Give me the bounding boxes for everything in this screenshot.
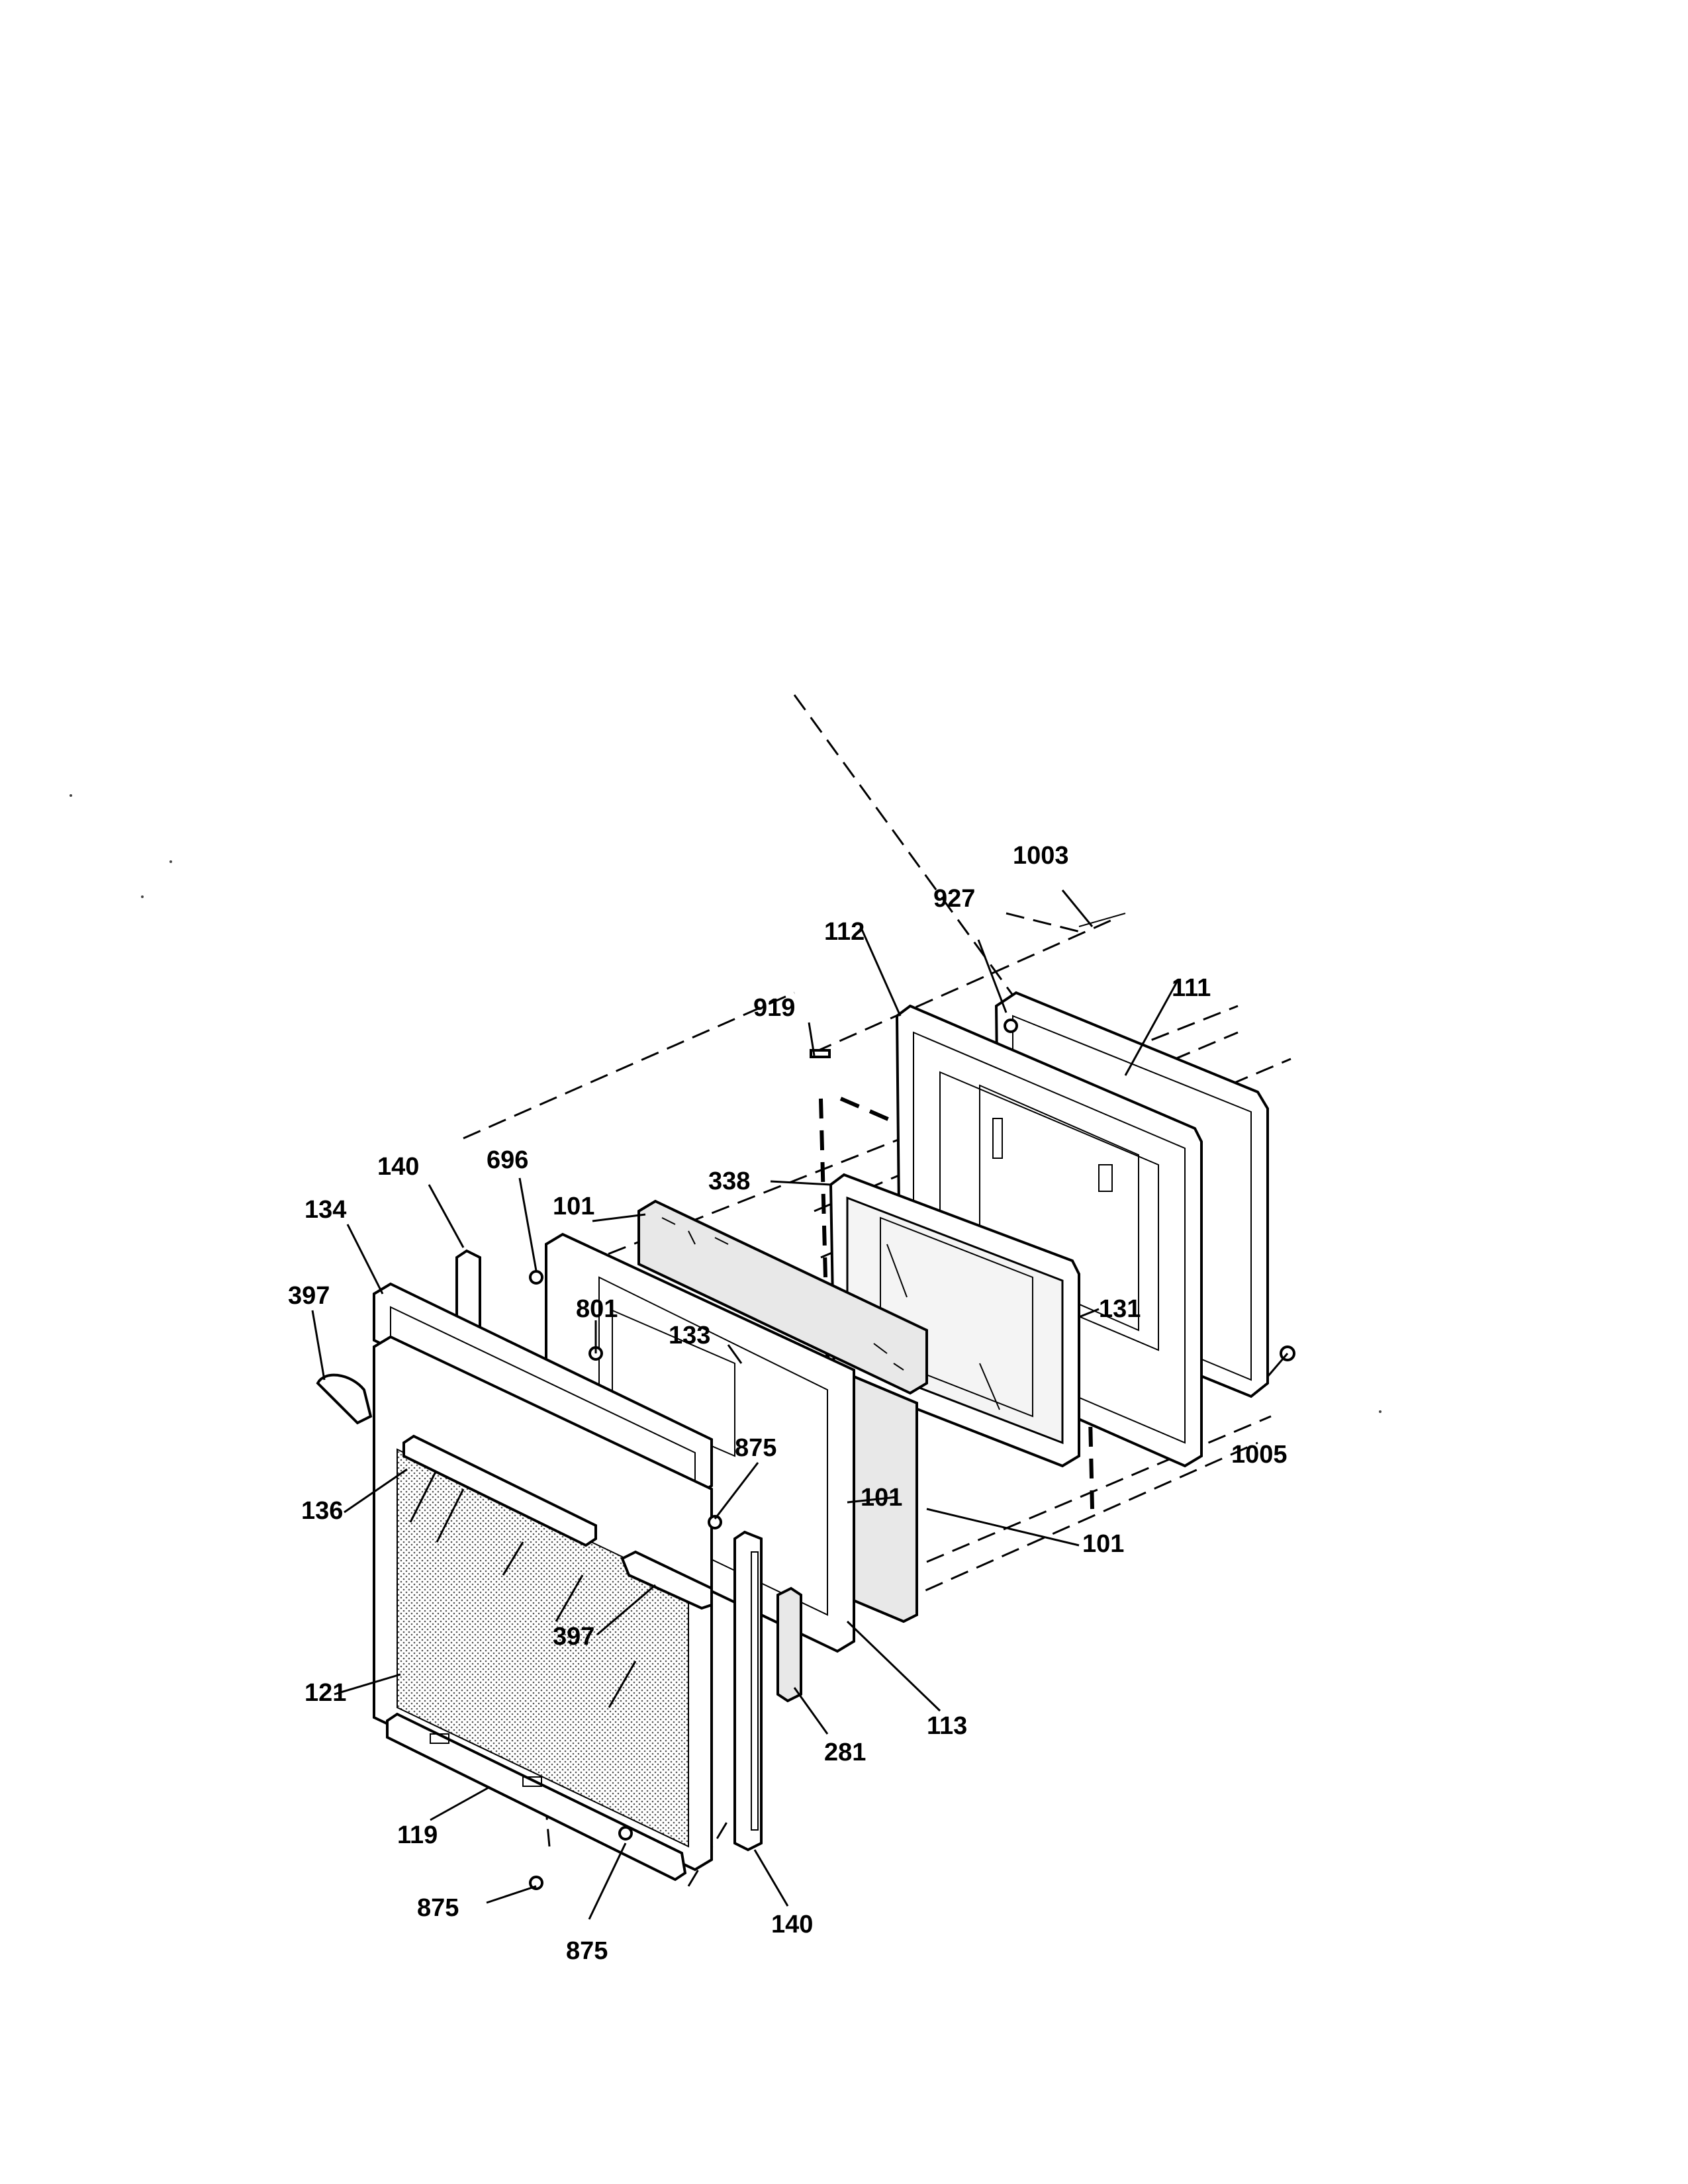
callout-875-bottom: 875 xyxy=(566,1937,608,1965)
callout-338: 338 xyxy=(708,1167,750,1195)
callout-101-top: 101 xyxy=(553,1193,594,1220)
callout-101-mid: 101 xyxy=(861,1484,902,1512)
part-397-endcap-left xyxy=(316,1373,373,1425)
callout-801: 801 xyxy=(576,1295,618,1323)
callout-101-right: 101 xyxy=(1082,1530,1124,1558)
page-specks xyxy=(70,794,1382,1413)
callout-labels: 1003 927 112 111 919 140 696 101 338 134… xyxy=(288,842,1288,1965)
callout-140-top: 140 xyxy=(377,1153,419,1181)
callout-121: 121 xyxy=(305,1679,346,1707)
part-140-rail-right xyxy=(733,1530,763,1852)
callout-1005: 1005 xyxy=(1231,1441,1288,1469)
callout-133: 133 xyxy=(669,1322,710,1349)
callout-919: 919 xyxy=(753,994,795,1022)
callout-397-left: 397 xyxy=(288,1282,330,1310)
part-281-hinge xyxy=(776,1586,802,1703)
part-397-endcap-right xyxy=(620,1550,713,1610)
callout-140-bottom: 140 xyxy=(771,1911,813,1938)
callout-119: 119 xyxy=(397,1821,438,1849)
callout-927: 927 xyxy=(933,885,975,913)
callout-131: 131 xyxy=(1099,1295,1141,1323)
part-136-handle xyxy=(402,1434,597,1547)
leader-lines xyxy=(311,889,1289,1920)
part-119-bottom-trim xyxy=(386,1712,687,1882)
callout-1003: 1003 xyxy=(1013,842,1069,870)
callout-111: 111 xyxy=(1172,974,1211,1002)
callout-136: 136 xyxy=(301,1497,343,1525)
callout-875-left: 875 xyxy=(417,1894,459,1922)
part-101-insulation-upper xyxy=(637,1199,928,1395)
callout-696: 696 xyxy=(487,1146,528,1174)
callout-875-top: 875 xyxy=(735,1434,776,1462)
callout-281: 281 xyxy=(824,1739,866,1766)
callout-134: 134 xyxy=(305,1196,346,1224)
callout-112: 112 xyxy=(824,918,865,946)
callout-113: 113 xyxy=(927,1712,967,1740)
callout-397-right: 397 xyxy=(553,1623,594,1651)
